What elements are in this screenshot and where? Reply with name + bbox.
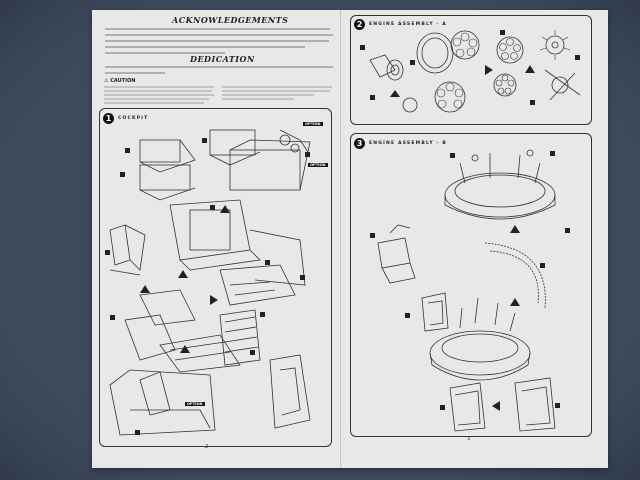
step-2-engine-drawing — [360, 30, 581, 113]
step-1-cockpit-drawing — [105, 129, 311, 436]
step-2-panel — [350, 15, 592, 125]
left-page-number: 2 — [205, 444, 209, 450]
step-3-title: ENGINE ASSEMBLY - B — [369, 141, 448, 146]
step-1-title: COCKPIT — [118, 116, 149, 121]
step-3-badge: 3 — [354, 138, 365, 149]
option-tag-bottom: OPTION — [185, 402, 205, 406]
caution-text-lines — [104, 85, 334, 109]
option-tag-top: OPTION — [303, 122, 323, 126]
step-3-panel — [350, 133, 592, 437]
acknowledgements-text-lines — [105, 27, 335, 59]
step-1-panel — [99, 108, 332, 447]
dedication-heading: DEDICATION — [190, 54, 255, 64]
step-2-title: ENGINE ASSEMBLY - A — [369, 22, 448, 27]
step-1-badge: 1 — [103, 113, 114, 124]
dedication-text-lines — [105, 64, 335, 83]
acknowledgements-heading: ACKNOWLEDGEMENTS — [172, 15, 289, 25]
right-page-number: 3 — [467, 436, 471, 442]
step-3-engine-drawing — [370, 149, 570, 432]
step-2-badge: 2 — [354, 19, 365, 30]
caution-heading: ⚠ CAUTION — [104, 78, 136, 84]
booklet-spine — [340, 10, 342, 468]
option-tag-right: OPTION — [308, 163, 328, 167]
caution-label: CAUTION — [110, 78, 136, 84]
